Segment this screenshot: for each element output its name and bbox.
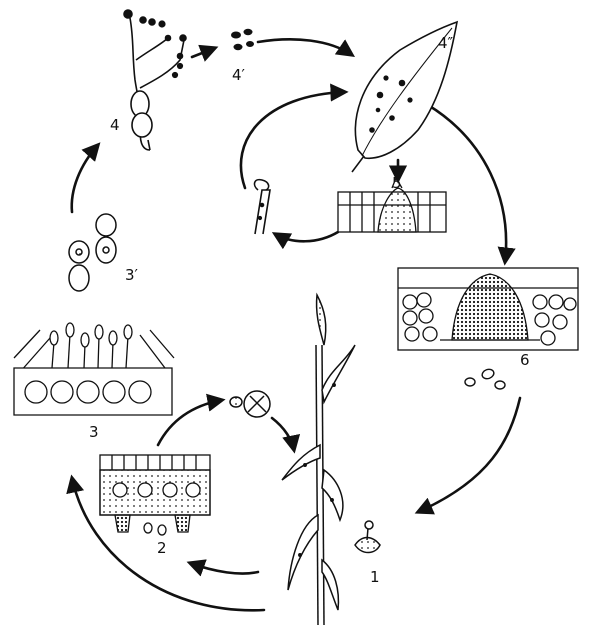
arrow-plant-to-2	[190, 563, 258, 574]
wheat-plant	[282, 295, 355, 625]
germinating-urediniospore	[230, 391, 270, 417]
arrow-5-to-germ	[275, 232, 338, 241]
label-5: 5	[392, 174, 402, 192]
stage-3prime-teliospores	[69, 214, 116, 291]
label-4: 4	[110, 116, 120, 134]
label-3prime: 3′	[125, 266, 139, 284]
stage-4prime-sporidia	[231, 29, 254, 50]
stage-4-promycelium	[124, 10, 186, 150]
label-6: 6	[520, 351, 530, 369]
stage-1-urediniospore	[355, 521, 380, 553]
arrow-3-to-4	[72, 145, 98, 212]
arrow-4prime-to-leaf	[258, 39, 352, 55]
stage-2-uredinium-section	[100, 455, 210, 535]
label-4doubleprime: 4″	[438, 34, 454, 52]
arrow-6-to-1	[418, 398, 520, 512]
arrow-4-to-4prime	[192, 48, 215, 57]
label-4prime: 4′	[232, 66, 246, 84]
arrow-germ-to-leaf	[241, 92, 345, 188]
germinating-spore	[255, 180, 270, 234]
arrow-leaf-to-aecial	[428, 105, 506, 262]
label-2: 2	[157, 539, 167, 557]
label-3: 3	[89, 423, 99, 441]
stage-3-telium-section	[14, 323, 174, 415]
stage-6-aecium-section	[398, 268, 578, 350]
stage-6-aeciospores	[465, 368, 505, 389]
arrow-sporidia-to-plant	[272, 418, 294, 450]
label-1: 1	[370, 568, 380, 586]
